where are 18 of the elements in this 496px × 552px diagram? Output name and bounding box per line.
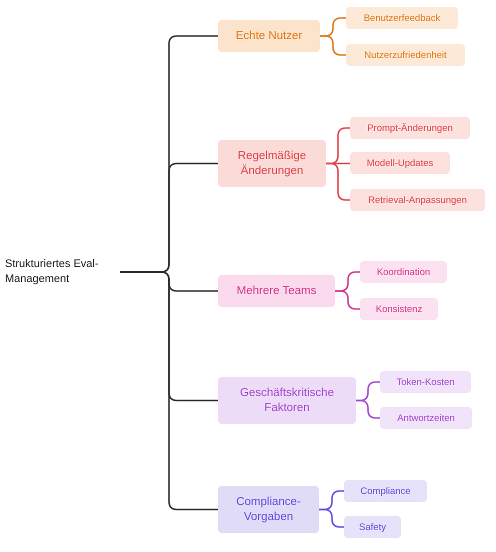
item-box: Prompt-Änderungen — [350, 117, 470, 139]
item-box: Safety — [344, 516, 401, 538]
connector-line — [120, 271, 218, 510]
item-box: Antwortzeiten — [380, 407, 472, 429]
category-box: Regelmäßige Änderungen — [218, 140, 326, 187]
item-box: Konsistenz — [360, 298, 438, 320]
category-box: Echte Nutzer — [218, 20, 320, 52]
item-box: Compliance — [344, 480, 427, 502]
category-box: Mehrere Teams — [218, 275, 335, 307]
item-box: Retrieval-Anpassungen — [350, 189, 485, 211]
item-box: Benutzerfeedback — [346, 7, 458, 29]
category-box: Geschäftskritische Faktoren — [218, 377, 356, 424]
category-box: Compliance-Vorgaben — [218, 486, 319, 533]
item-box: Modell-Updates — [350, 152, 450, 174]
item-box: Token-Kosten — [380, 371, 471, 393]
root-label: Strukturiertes Eval-Management — [5, 257, 100, 287]
item-box: Nutzerzufriedenheit — [346, 44, 465, 66]
item-box: Koordination — [360, 261, 447, 283]
